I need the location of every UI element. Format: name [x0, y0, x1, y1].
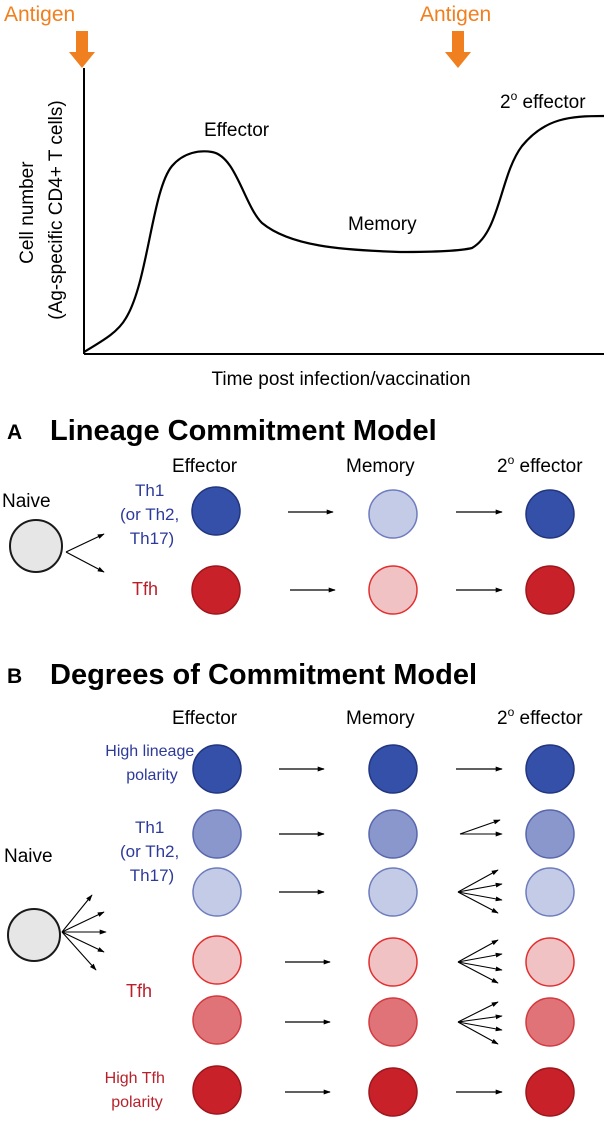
panel-a-letter: A — [7, 421, 22, 444]
panel-b-degrees-of-commitment: B Degrees of Commitment Model Effector M… — [4, 659, 583, 1117]
panel-b-high-lineage-label: High lineage polarity — [105, 743, 198, 784]
panel-b-naive-label: Naive — [4, 846, 53, 867]
panel-a-th1-secondary-cell — [525, 489, 575, 539]
y-axis-label: Cell number (Ag-specific CD4+ T cells) — [17, 100, 67, 319]
panel-a-lineage-commitment: A Lineage Commitment Model Effector Memo… — [2, 415, 583, 615]
panel-a-tfh-secondary-cell — [525, 565, 575, 615]
panel-b-row3-memory-cell — [368, 867, 418, 917]
antigen-label-right: Antigen — [420, 3, 491, 26]
panel-b-title: Degrees of Commitment Model — [50, 659, 477, 691]
panel-a-tfh-effector-cell — [191, 565, 241, 615]
panel-a-th1-label: Th1 (or Th2, Th17) — [120, 481, 184, 548]
panel-b-row3-secondary-cell — [525, 867, 575, 917]
panel-a-title: Lineage Commitment Model — [50, 415, 437, 447]
panel-b-col-secondary-effector: 2o effector — [497, 705, 583, 729]
panel-b-row2-memory-cell — [368, 809, 418, 859]
panel-b-col-effector: Effector — [172, 708, 238, 729]
panel-a-naive-cell — [9, 519, 63, 573]
panel-a-naive-arrow-down — [65, 551, 105, 573]
panel-b-row2-effector-cell — [192, 809, 242, 859]
antigen-arrow-right-icon — [445, 31, 471, 68]
panel-b-naive-fan-arrows — [61, 894, 107, 971]
panel-b-row5-fan-arrows — [457, 1001, 503, 1045]
secondary-effector-phase-label: 2o effector — [500, 89, 586, 113]
panel-a-tfh-label: Tfh — [132, 579, 158, 599]
cell-number-curve — [83, 114, 605, 353]
panel-b-row6-memory-cell — [368, 1067, 418, 1117]
panel-b-row5-secondary-cell — [525, 997, 575, 1047]
panel-b-row3-effector-cell — [192, 867, 242, 917]
panel-a-th1-effector-cell — [191, 486, 241, 536]
panel-b-row4-effector-cell — [192, 935, 242, 985]
panel-b-naive-cell — [7, 908, 61, 962]
panel-b-col-memory: Memory — [346, 708, 415, 729]
memory-phase-label: Memory — [348, 214, 417, 235]
panel-a-th1-memory-cell — [368, 489, 418, 539]
effector-phase-label: Effector — [204, 120, 270, 141]
panel-b-row6-secondary-cell — [525, 1067, 575, 1117]
cell-kinetics-plot: Antigen Antigen Effector Memory 2o effec… — [4, 3, 605, 390]
panel-b-row4-memory-cell — [368, 937, 418, 987]
panel-b-row5-memory-cell — [368, 997, 418, 1047]
antigen-arrow-left-icon — [69, 31, 95, 68]
panel-a-col-secondary-effector: 2o effector — [497, 453, 583, 477]
panel-b-letter: B — [7, 665, 22, 688]
panel-a-naive-label: Naive — [2, 491, 51, 512]
panel-b-tfh-label: Tfh — [126, 981, 152, 1001]
panel-b-row1-memory-cell — [368, 744, 418, 794]
panel-a-naive-arrow-up — [65, 533, 105, 553]
panel-b-row6-effector-cell — [192, 1065, 242, 1115]
panel-b-row2-fan-arrows — [459, 819, 503, 837]
panel-b-high-tfh-label: High Tfh polarity — [105, 1070, 170, 1111]
x-axis-label: Time post infection/vaccination — [211, 369, 470, 390]
panel-a-tfh-memory-cell — [368, 565, 418, 615]
antigen-label-left: Antigen — [4, 3, 75, 26]
panel-a-col-memory: Memory — [346, 456, 415, 477]
panel-b-row5-effector-cell — [192, 995, 242, 1045]
panel-b-th1-label: Th1 (or Th2, Th17) — [120, 818, 184, 885]
panel-b-row4-secondary-cell — [525, 937, 575, 987]
panel-b-row2-secondary-cell — [525, 809, 575, 859]
panel-a-col-effector: Effector — [172, 456, 238, 477]
panel-b-row1-effector-cell — [192, 744, 242, 794]
panel-b-row3-fan-arrows — [457, 869, 503, 914]
panel-b-row4-fan-arrows — [457, 939, 503, 984]
panel-b-row1-secondary-cell — [525, 744, 575, 794]
